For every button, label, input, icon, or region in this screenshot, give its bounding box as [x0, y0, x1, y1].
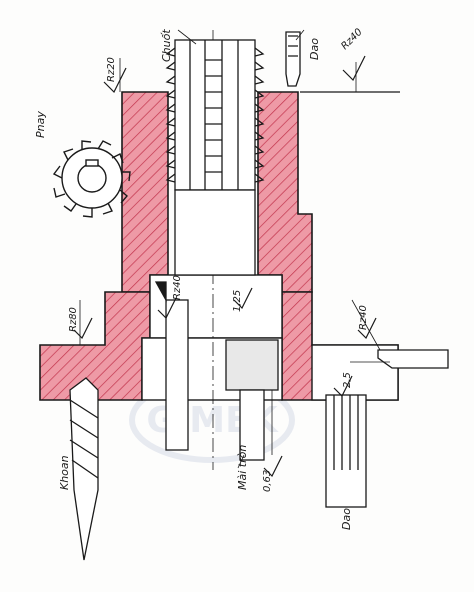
label-dao-bottom: Dao [340, 508, 353, 530]
label-chuot: Chuốt [160, 29, 173, 62]
boring-bar [154, 281, 189, 451]
label-rz40-bore: Rz40 [172, 275, 183, 300]
label-rz40-top: Rz40 [339, 27, 364, 52]
label-1-25: 1,25 [232, 290, 243, 312]
leader-lines [79, 29, 390, 469]
label-dao-top: Dao [308, 38, 321, 60]
label-rz40-right: Rz40 [358, 305, 369, 330]
label-mai-tron: Mài tròn [236, 445, 249, 490]
label-0-63: 0,63 [262, 470, 273, 492]
broach-tool [165, 39, 265, 276]
label-pnay: Pnay [34, 111, 47, 138]
turning-tool-bottom [325, 349, 449, 508]
label-2-5: 2,5 [342, 372, 353, 388]
turning-tool-top [285, 31, 400, 93]
drill-tool [69, 377, 99, 561]
roughness-marks [73, 55, 377, 478]
label-rz80: Rz80 [68, 307, 79, 332]
label-khoan: Khoan [58, 455, 71, 490]
grinding-wheel [225, 339, 279, 461]
milling-cutter [52, 140, 131, 218]
label-rz20: Rz20 [106, 57, 117, 82]
